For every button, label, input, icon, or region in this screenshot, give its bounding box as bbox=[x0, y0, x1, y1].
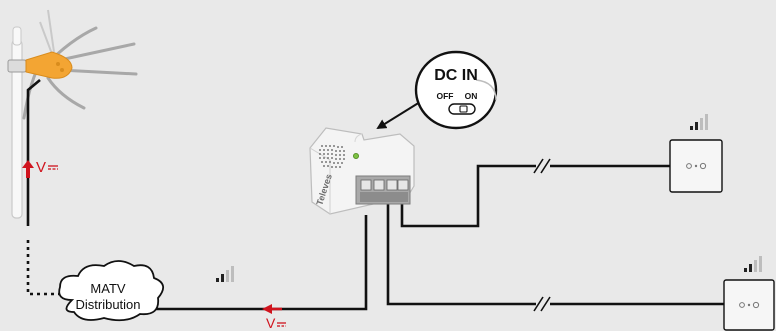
switch-on-label: ON bbox=[465, 91, 478, 101]
cable-antenna-downlead bbox=[26, 79, 41, 226]
antenna bbox=[7, 9, 138, 219]
dc-symbol-icon bbox=[48, 165, 58, 170]
cable-to-outlet-2 bbox=[386, 203, 724, 306]
matv-label-line1: MATV bbox=[90, 281, 125, 296]
voltage-arrow-bottom: V bbox=[262, 304, 286, 331]
wall-socket-icon bbox=[723, 279, 775, 331]
cable-break-1 bbox=[533, 156, 551, 176]
cable-break-2 bbox=[533, 294, 551, 314]
dc-in-callout: DC IN OFF ON bbox=[414, 50, 498, 130]
dc-in-title: DC IN bbox=[434, 67, 478, 84]
amplifier-vents bbox=[319, 145, 345, 168]
matv-label-line2: Distribution bbox=[75, 297, 140, 312]
dc-symbol-icon bbox=[277, 322, 286, 327]
antenna-dipole bbox=[39, 9, 55, 55]
cable-matv-to-amplifier bbox=[154, 215, 368, 311]
power-led bbox=[352, 152, 359, 159]
on-off-switch bbox=[448, 103, 476, 115]
dc-in-pointer-arrow bbox=[376, 101, 421, 130]
mast-clamp bbox=[7, 59, 27, 73]
voltage-arrow-antenna: V bbox=[22, 159, 58, 178]
voltage-label-antenna: V bbox=[36, 159, 46, 176]
matv-distribution-cloud: MATV Distribution bbox=[58, 260, 164, 322]
signal-strength-icon bbox=[744, 256, 762, 272]
switch-off-label: OFF bbox=[437, 91, 454, 101]
cable-dotted-to-matv bbox=[26, 240, 64, 296]
signal-strength-icon bbox=[690, 114, 708, 130]
mast-top-cap bbox=[12, 26, 22, 46]
voltage-label-bottom: V bbox=[266, 315, 276, 331]
f-connector bbox=[360, 179, 409, 191]
wall-socket-icon bbox=[669, 139, 723, 193]
amplifier-device: Televes bbox=[309, 127, 415, 215]
signal-strength-icon bbox=[216, 266, 234, 282]
antenna-head bbox=[25, 51, 73, 79]
